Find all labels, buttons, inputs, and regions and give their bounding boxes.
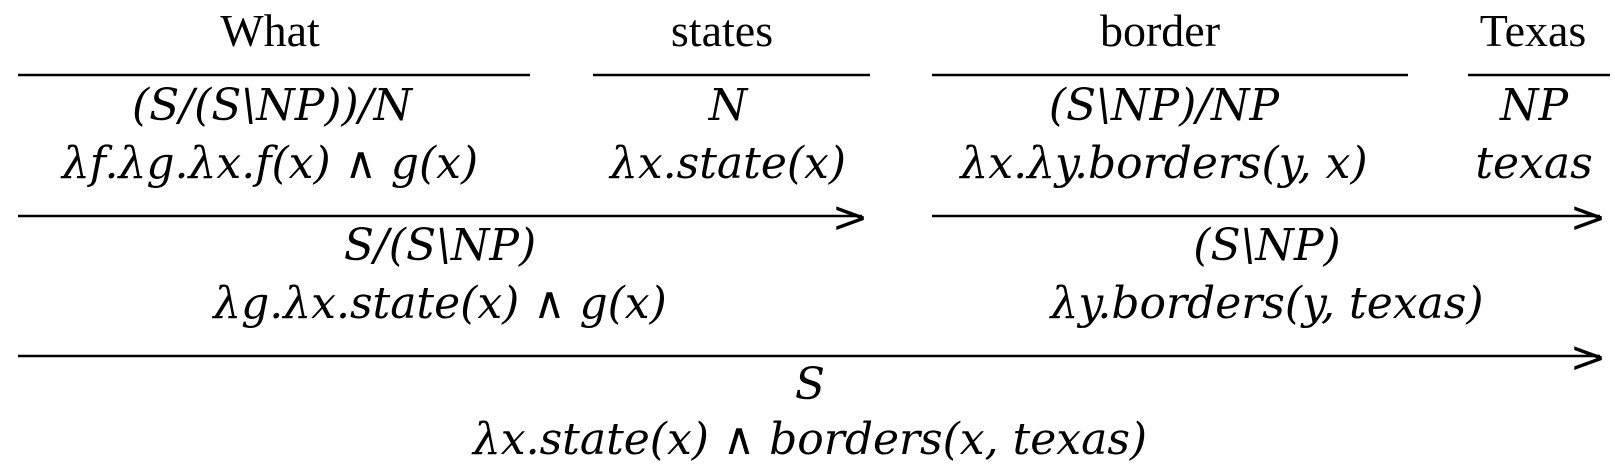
step1-right-semantics: λy.borders(y, texas) xyxy=(1050,278,1484,329)
category-what: (S/(S\NP))/N xyxy=(131,80,413,131)
final-category: S xyxy=(794,359,826,410)
step1-right-category: (S\NP) xyxy=(1193,220,1341,271)
word-texas: Texas xyxy=(1479,5,1587,56)
combinator-symbol-right: > xyxy=(1569,192,1607,243)
combinator-symbol-left: > xyxy=(831,192,869,243)
word-border: border xyxy=(1099,5,1221,56)
combinator-symbol-final: > xyxy=(1569,332,1607,383)
step1-left-category: S/(S\NP) xyxy=(343,220,537,271)
step1-left-semantics: λg.λx.state(x) ∧ g(x) xyxy=(213,278,667,329)
semantics-border: λx.λy.borders(y, x) xyxy=(960,138,1368,189)
word-what: What xyxy=(220,5,320,56)
category-border: (S\NP)/NP xyxy=(1048,80,1280,131)
word-states: states xyxy=(670,5,774,56)
semantics-texas: texas xyxy=(1475,138,1593,189)
semantics-states: λx.state(x) xyxy=(609,138,847,189)
category-texas: NP xyxy=(1499,80,1569,131)
category-states: N xyxy=(708,80,748,131)
semantics-what: λf.λg.λx.f(x) ∧ g(x) xyxy=(61,138,479,189)
final-semantics: λx.state(x) ∧ borders(x, texas) xyxy=(472,414,1148,465)
